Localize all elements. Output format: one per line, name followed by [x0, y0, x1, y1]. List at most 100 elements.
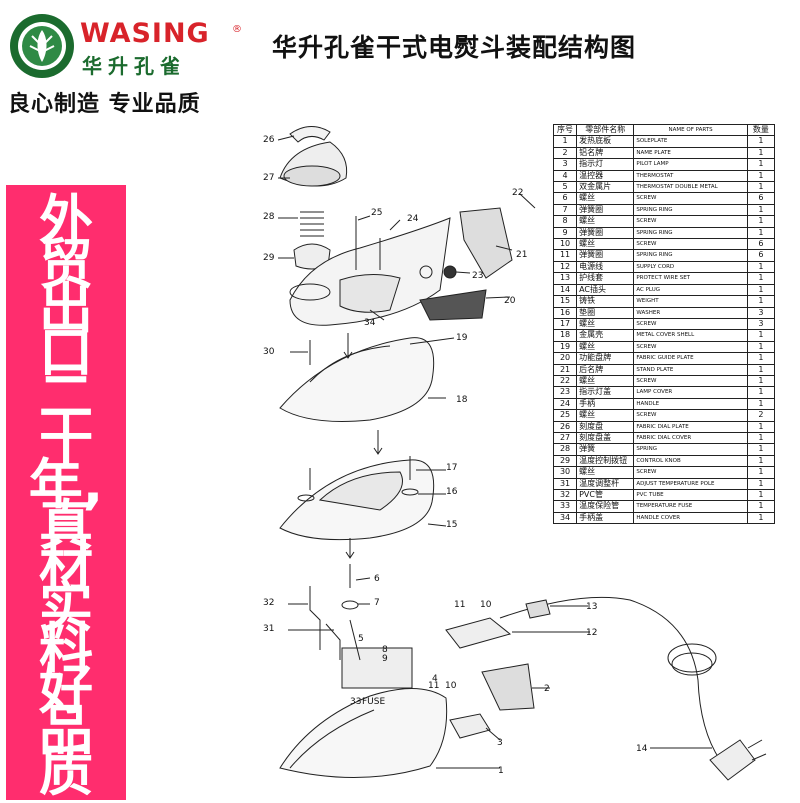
- part-name-en: SCREW: [633, 215, 748, 228]
- callout-number: 32: [263, 598, 275, 608]
- slogan: 良心制造 专业品质: [8, 92, 201, 117]
- part-name-cn: PVC管: [576, 488, 635, 502]
- callout-number: 29: [263, 253, 275, 263]
- part-name-cn: 护线套: [576, 272, 635, 285]
- callout-number: 34: [364, 318, 376, 328]
- registered-mark: ®: [232, 24, 242, 35]
- part-quantity: 6: [746, 192, 776, 205]
- part-quantity: 3: [746, 306, 776, 319]
- side-banner-char: 品: [39, 699, 93, 762]
- part-quantity: 6: [746, 238, 776, 251]
- part-index: 12: [552, 260, 578, 274]
- page-title: 华升孔雀干式电熨斗装配结构图: [272, 33, 637, 62]
- part-name-cn: 弹簧圈: [576, 226, 635, 240]
- side-banner-text: 外贸出口二十年,: [6, 189, 126, 512]
- callout-number: 5: [358, 634, 364, 644]
- part-quantity: 1: [746, 443, 776, 456]
- part-name-cn: 螺丝: [576, 238, 635, 251]
- part-index: 20: [552, 352, 578, 365]
- side-banner-char: 材: [39, 535, 93, 598]
- callout-number: 13: [586, 602, 598, 612]
- part-index: 18: [552, 329, 578, 342]
- part-quantity: 1: [746, 511, 776, 525]
- part-name-en: HANDLE COVER: [633, 511, 748, 525]
- part-index: 30: [552, 466, 578, 479]
- side-banner-char: 质: [39, 740, 93, 803]
- part-quantity: 3: [746, 317, 776, 331]
- part-index: 1: [552, 135, 578, 148]
- part-quantity: 1: [746, 329, 776, 342]
- part-quantity: 1: [746, 340, 776, 354]
- part-name-en: SPRING RING: [633, 249, 748, 262]
- part-name-en: SCREW: [633, 238, 748, 251]
- part-index: 2: [552, 146, 578, 160]
- side-banner-char: 外: [39, 189, 93, 252]
- part-quantity: 1: [746, 431, 776, 445]
- part-quantity: 1: [746, 477, 776, 491]
- part-index: 8: [552, 215, 578, 228]
- brand-name-chinese: 华升孔雀: [82, 54, 186, 78]
- part-quantity: 1: [746, 352, 776, 365]
- header-name-cn: 零部件名称: [576, 123, 635, 137]
- part-index: 27: [552, 431, 578, 445]
- callout-number: 27: [263, 173, 275, 183]
- callout-number: 11: [428, 681, 440, 691]
- part-index: 19: [552, 340, 578, 354]
- part-name-cn: 螺丝: [576, 215, 635, 228]
- part-name-cn: 刻度盘: [576, 420, 635, 433]
- part-name-en: SCREW: [633, 374, 748, 388]
- callout-number: 30: [263, 347, 275, 357]
- part-index: 13: [552, 272, 578, 285]
- side-banner: 外贸出口二十年, 真材实料好品质: [6, 185, 126, 800]
- part-name-en: SOLEPLATE: [633, 135, 748, 148]
- part-index: 15: [552, 295, 578, 308]
- part-quantity: 1: [746, 158, 776, 171]
- part-name-cn: 螺丝: [576, 192, 635, 205]
- part-index: 11: [552, 249, 578, 262]
- part-name-cn: 手柄盖: [576, 511, 635, 525]
- part-quantity: 1: [746, 397, 776, 411]
- part-index: 7: [552, 203, 578, 217]
- part-index: 25: [552, 409, 578, 422]
- part-index: 24: [552, 397, 578, 411]
- part-index: 10: [552, 238, 578, 251]
- part-index: 22: [552, 374, 578, 388]
- part-quantity: 1: [746, 260, 776, 274]
- part-name-cn: 刻度盘盖: [576, 431, 635, 445]
- part-index: 34: [552, 511, 578, 525]
- part-quantity: 1: [746, 374, 776, 388]
- part-quantity: 1: [746, 135, 776, 148]
- brand-logo-seal: [10, 14, 74, 78]
- part-name-en: SCREW: [633, 192, 748, 205]
- part-index: 28: [552, 443, 578, 456]
- part-quantity: 1: [746, 363, 776, 376]
- part-quantity: 1: [746, 295, 776, 308]
- part-quantity: 1: [746, 466, 776, 479]
- part-name-en: HANDLE: [633, 397, 748, 411]
- divider: [128, 185, 132, 800]
- part-quantity: 1: [746, 272, 776, 285]
- callout-number: 10: [480, 600, 492, 610]
- callout-number: 7: [374, 598, 380, 608]
- header-index: 序号: [552, 123, 578, 137]
- callout-number: FUSE: [362, 697, 386, 707]
- part-index: 5: [552, 181, 578, 194]
- callout-number: 17: [446, 463, 458, 473]
- part-quantity: 6: [746, 249, 776, 262]
- part-name-en: SPRING: [633, 443, 748, 456]
- part-name-en: AC PLUG: [633, 283, 748, 297]
- part-name-en: CONTROL KNOB: [633, 454, 748, 468]
- part-index: 17: [552, 317, 578, 331]
